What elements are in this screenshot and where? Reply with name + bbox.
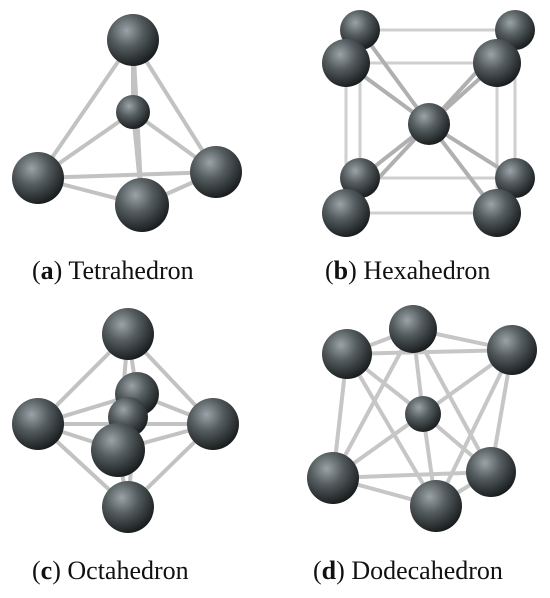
octahedron-panel	[0, 302, 275, 552]
atom-left	[12, 152, 64, 204]
atom-left	[12, 398, 64, 450]
atom-front	[115, 178, 169, 232]
caption-d: (d) Dodecahedron	[313, 556, 503, 585]
caption-a: (a) Tetrahedron	[32, 256, 194, 285]
caption-b: (b) Hexahedron	[325, 256, 491, 285]
atom-top	[389, 305, 437, 353]
atom-right	[190, 146, 242, 198]
dodecahedron-diagram	[307, 305, 537, 532]
caption-text: Dodecahedron	[351, 556, 503, 585]
atom-bottom	[410, 480, 462, 532]
atom-lower-left	[307, 452, 359, 504]
tetrahedron-diagram	[12, 14, 242, 232]
caption-c: (c) Octahedron	[32, 556, 189, 585]
caption-text: Octahedron	[67, 556, 189, 585]
dodecahedron-panel	[275, 302, 550, 552]
atom-bottom	[102, 481, 154, 533]
atom-top	[102, 308, 154, 360]
atom-center	[405, 396, 441, 432]
atom-top	[107, 14, 159, 66]
atom-upper-right	[487, 325, 537, 375]
caption-letter: b	[333, 256, 349, 285]
caption-text: Hexahedron	[363, 256, 491, 285]
atom-body-center	[408, 103, 450, 145]
hexahedron-diagram	[322, 10, 535, 237]
caption-letter: a	[40, 256, 54, 285]
tetrahedron-panel	[0, 0, 275, 250]
caption-letter: c	[40, 556, 53, 585]
atom-front	[91, 423, 145, 477]
atom-lower-right	[466, 447, 516, 497]
caption-text: Tetrahedron	[68, 256, 194, 285]
atom-center	[116, 95, 150, 129]
atom-right	[187, 398, 239, 450]
octahedron-diagram	[12, 308, 239, 533]
hexahedron-panel	[275, 0, 550, 250]
caption-letter: d	[321, 556, 337, 585]
atom-upper-left	[322, 329, 372, 379]
